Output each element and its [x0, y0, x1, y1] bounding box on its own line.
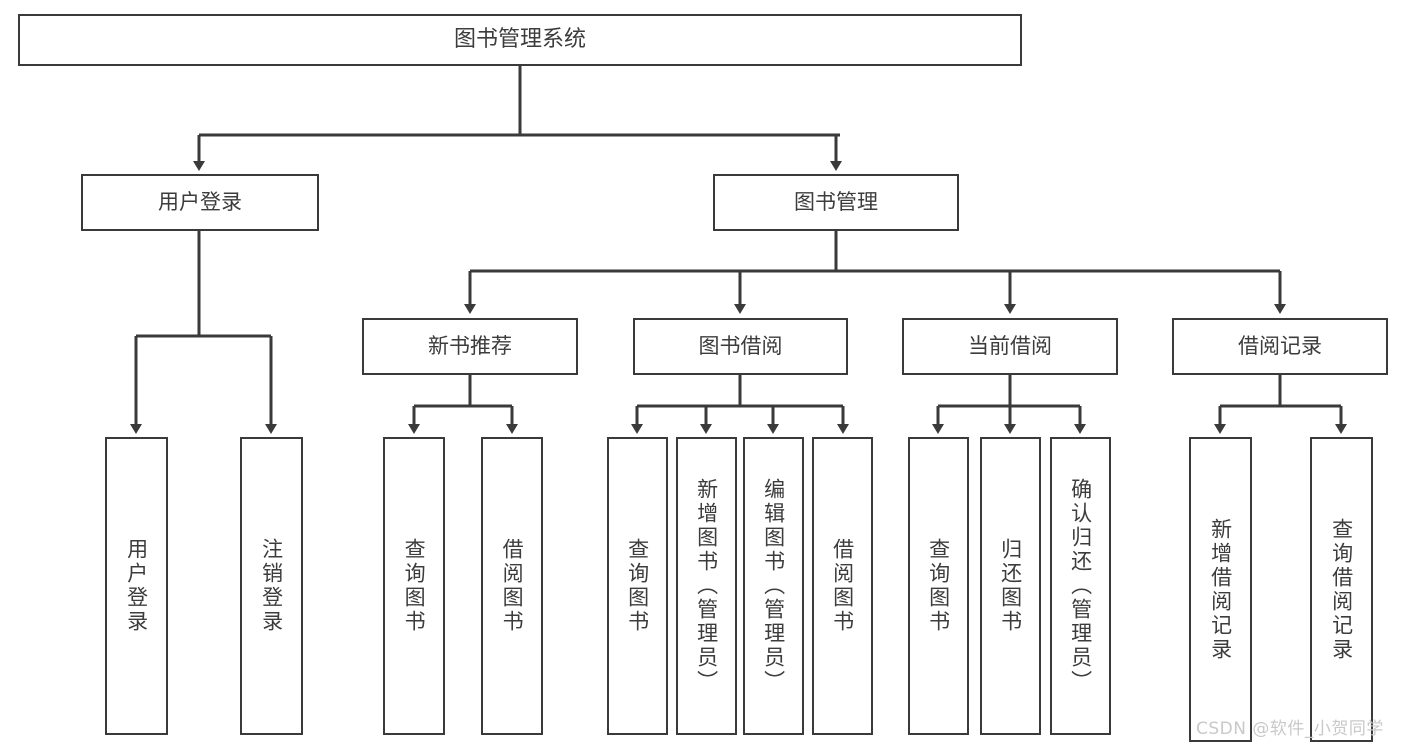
node-label: 用户登录: [124, 538, 149, 634]
leaf-user-logout[interactable]: 注销登录: [240, 437, 303, 735]
node-book-manage[interactable]: 图书管理: [713, 174, 959, 231]
leaf-query-borrow-record[interactable]: 查询借阅记录: [1310, 437, 1373, 742]
leaf-edit-book-admin[interactable]: 编辑图书（管理员）: [743, 437, 804, 735]
node-label: 归还图书: [998, 538, 1023, 634]
node-book-borrow[interactable]: 图书借阅: [633, 318, 848, 375]
leaf-add-book-admin[interactable]: 新增图书（管理员）: [676, 437, 737, 735]
leaf-query-book-current[interactable]: 查询图书: [908, 437, 969, 735]
leaf-borrow-book-new[interactable]: 借阅图书: [481, 437, 543, 735]
node-label: 借阅图书: [830, 538, 855, 634]
node-current-borrow[interactable]: 当前借阅: [902, 318, 1118, 375]
node-label: 查询借阅记录: [1329, 517, 1354, 662]
node-label: 用户登录: [158, 190, 242, 215]
node-borrow-record[interactable]: 借阅记录: [1172, 318, 1388, 375]
node-label: 借阅图书: [500, 538, 525, 634]
node-label: 查询图书: [402, 538, 427, 634]
leaf-add-borrow-record[interactable]: 新增借阅记录: [1189, 437, 1252, 742]
leaf-query-book-borrow[interactable]: 查询图书: [607, 437, 668, 735]
leaf-return-book[interactable]: 归还图书: [980, 437, 1041, 735]
node-label: 确认归还（管理员）: [1068, 478, 1093, 694]
node-label: 查询图书: [625, 538, 650, 634]
leaf-borrow-book[interactable]: 借阅图书: [812, 437, 873, 735]
node-label: 查询图书: [926, 538, 951, 634]
node-label: 新增图书（管理员）: [694, 478, 719, 694]
leaf-confirm-return-admin[interactable]: 确认归还（管理员）: [1050, 437, 1111, 735]
node-label: 新书推荐: [428, 334, 512, 359]
node-label: 编辑图书（管理员）: [761, 478, 786, 694]
node-root[interactable]: 图书管理系统: [18, 14, 1022, 66]
watermark-text: CSDN @软件_小贺同学: [1196, 719, 1384, 739]
node-label: 注销登录: [259, 538, 284, 634]
node-label: 图书借阅: [698, 334, 783, 359]
leaf-user-login[interactable]: 用户登录: [105, 437, 168, 735]
node-label: 图书管理: [794, 190, 878, 215]
leaf-query-book-new[interactable]: 查询图书: [383, 437, 445, 735]
node-user-login[interactable]: 用户登录: [81, 174, 319, 231]
node-label: 借阅记录: [1238, 334, 1322, 359]
node-new-book-recommend[interactable]: 新书推荐: [362, 318, 578, 375]
node-label: 新增借阅记录: [1208, 517, 1233, 662]
node-label: 当前借阅: [968, 334, 1052, 359]
node-label: 图书管理系统: [453, 27, 586, 53]
